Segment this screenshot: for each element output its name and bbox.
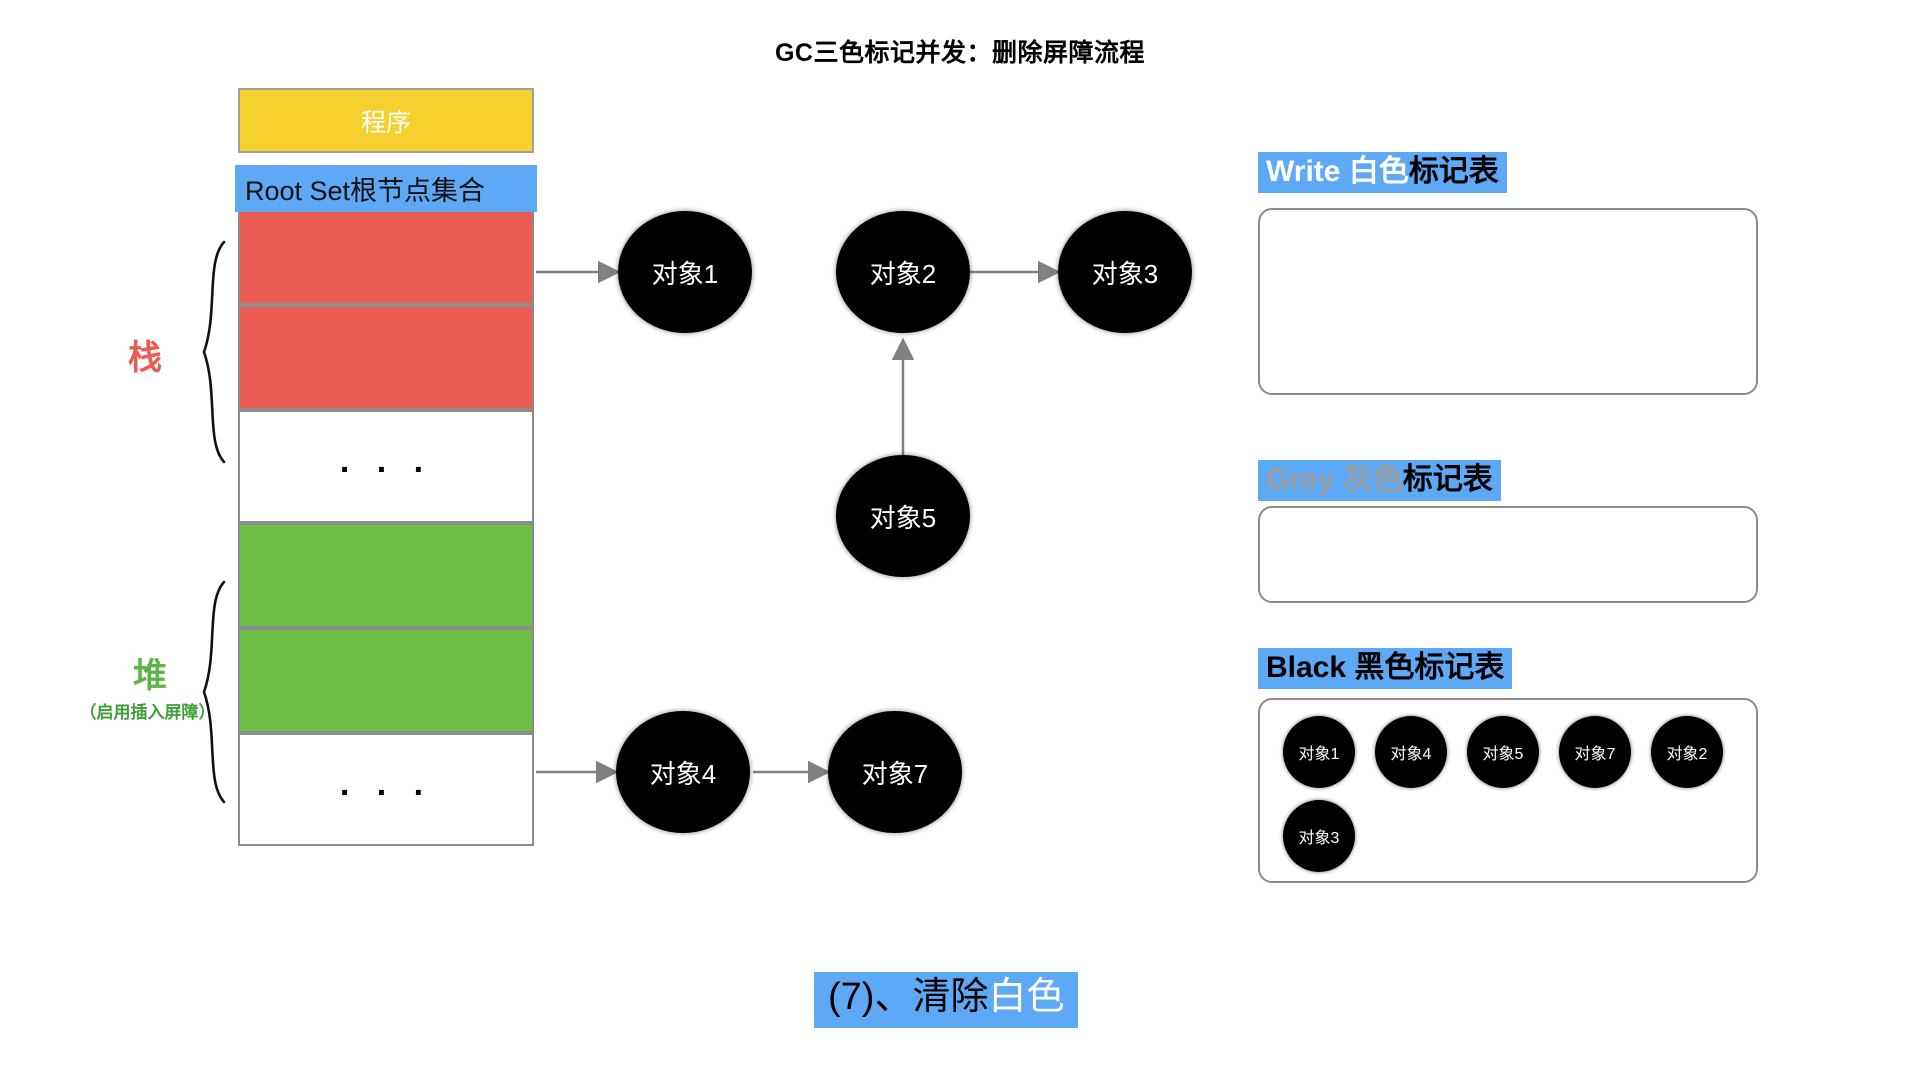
black-table-header-color: 黑色 bbox=[1354, 651, 1415, 684]
black-mark-table: Black 黑色标记表 对象1 对象4 对象5 对象7 对象2 对象3 bbox=[1258, 648, 1768, 888]
node-obj2[interactable]: 对象2 bbox=[836, 211, 970, 333]
black-chip-obj3-label: 对象3 bbox=[1298, 830, 1340, 847]
black-table-header: Black 黑色标记表 bbox=[1258, 648, 1513, 690]
node-obj2-label: 对象2 bbox=[869, 258, 937, 289]
root-set-cell: Root Set根节点集合 bbox=[235, 165, 537, 212]
node-obj4-label: 对象4 bbox=[649, 758, 717, 789]
node-obj3[interactable]: 对象3 bbox=[1058, 211, 1192, 333]
black-table-header-en: Black bbox=[1266, 651, 1347, 684]
node-obj5-label: 对象5 bbox=[869, 502, 937, 533]
stack-ellipsis-cell: . . . bbox=[238, 410, 534, 523]
grey-table-header-suffix: 标记表 bbox=[1402, 463, 1493, 496]
black-chip-obj5[interactable]: 对象5 bbox=[1467, 716, 1539, 788]
stack-label: 栈 bbox=[128, 339, 162, 377]
grey-table-header: Grey 灰色标记表 bbox=[1258, 460, 1501, 502]
black-table-header-suffix: 标记表 bbox=[1414, 651, 1505, 684]
grey-table-header-en: Grey bbox=[1266, 463, 1335, 496]
heap-cell-2 bbox=[238, 628, 534, 733]
black-chip-obj5-label: 对象5 bbox=[1482, 746, 1524, 763]
black-chip-obj2[interactable]: 对象2 bbox=[1651, 716, 1723, 788]
node-obj3-label: 对象3 bbox=[1091, 258, 1159, 289]
write-table-box bbox=[1258, 208, 1758, 395]
step-caption-prefix: (7)、清除 bbox=[828, 976, 989, 1018]
grey-table-header-color: 灰色 bbox=[1342, 463, 1403, 496]
step-caption-highlight: 白色 bbox=[988, 976, 1065, 1018]
write-table-header: Write 白色标记表 bbox=[1258, 152, 1507, 194]
write-table-header-suffix: 标记表 bbox=[1408, 155, 1499, 188]
memory-column: 程序 Root Set根节点集合 . . . . . . bbox=[235, 88, 537, 846]
node-obj1[interactable]: 对象1 bbox=[618, 211, 752, 333]
black-chip-obj4[interactable]: 对象4 bbox=[1375, 716, 1447, 788]
node-obj4[interactable]: 对象4 bbox=[616, 711, 750, 833]
black-chip-obj2-label: 对象2 bbox=[1666, 746, 1708, 763]
program-cell: 程序 bbox=[238, 88, 534, 153]
black-table-row-1: 对象1 对象4 对象5 对象7 对象2 bbox=[1283, 716, 1723, 788]
black-chip-obj4-label: 对象4 bbox=[1390, 746, 1432, 763]
grey-table-box bbox=[1258, 506, 1758, 603]
heap-cell-1 bbox=[238, 523, 534, 628]
black-chip-obj7[interactable]: 对象7 bbox=[1559, 716, 1631, 788]
heap-ellipsis-cell: . . . bbox=[238, 733, 534, 846]
stack-cell-1 bbox=[238, 200, 534, 305]
node-obj7[interactable]: 对象7 bbox=[828, 711, 962, 833]
node-obj7-label: 对象7 bbox=[861, 758, 929, 789]
black-chip-obj7-label: 对象7 bbox=[1574, 746, 1616, 763]
black-table-row-2: 对象3 bbox=[1283, 800, 1355, 872]
node-obj1-label: 对象1 bbox=[651, 258, 719, 289]
heap-sublabel: （启用插入屏障） bbox=[79, 703, 216, 722]
write-mark-table: Write 白色标记表 bbox=[1258, 152, 1768, 402]
write-table-header-color: 白色 bbox=[1348, 155, 1409, 188]
step-caption: (7)、清除白色 bbox=[814, 972, 1079, 1028]
node-obj5[interactable]: 对象5 bbox=[836, 455, 970, 577]
stack-cell-2 bbox=[238, 305, 534, 410]
black-chip-obj1[interactable]: 对象1 bbox=[1283, 716, 1355, 788]
write-table-header-en: Write bbox=[1266, 155, 1341, 188]
heap-label: 堆 bbox=[133, 657, 167, 695]
black-chip-obj3[interactable]: 对象3 bbox=[1283, 800, 1355, 872]
page-title: GC三色标记并发：删除屏障流程 bbox=[774, 39, 1145, 67]
grey-mark-table: Grey 灰色标记表 bbox=[1258, 460, 1768, 620]
black-chip-obj1-label: 对象1 bbox=[1298, 746, 1340, 763]
